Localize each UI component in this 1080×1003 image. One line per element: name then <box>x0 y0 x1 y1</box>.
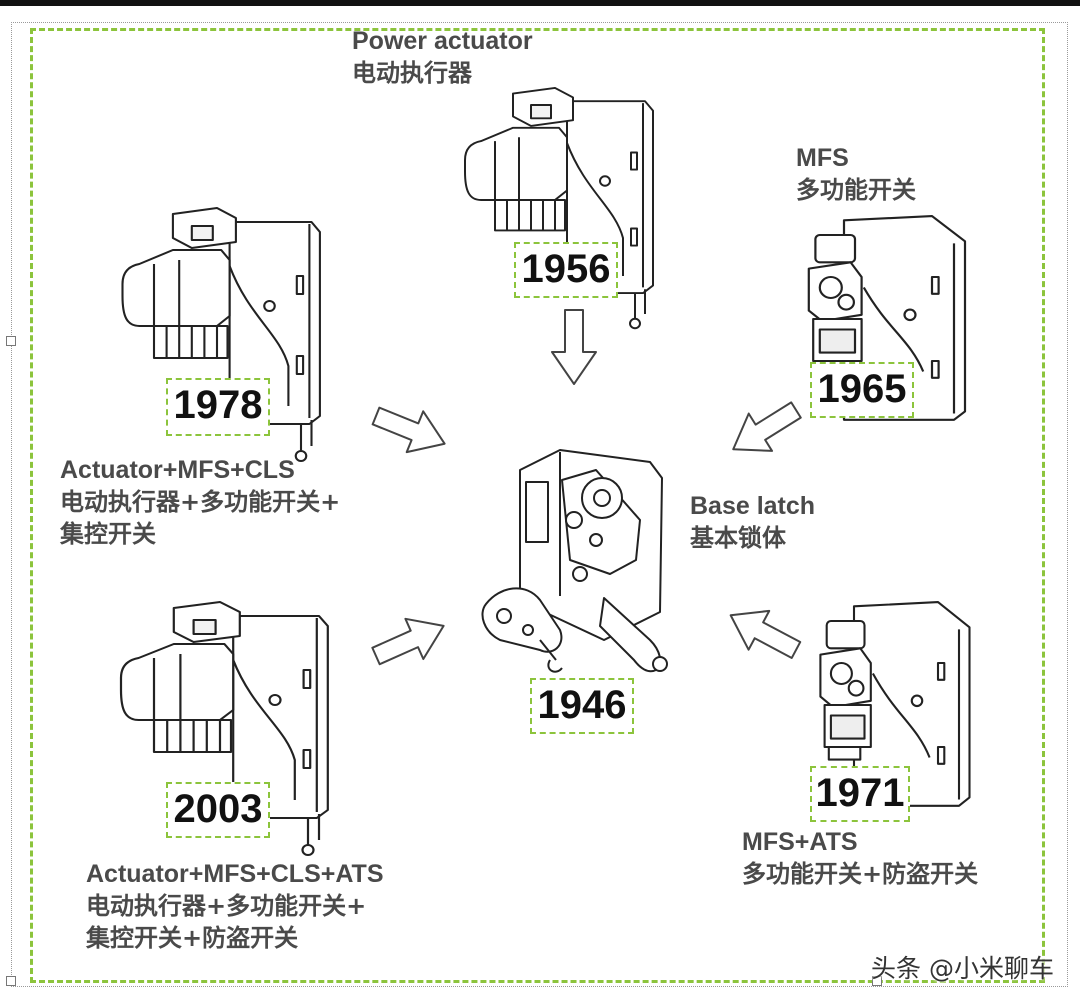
power-actuator-en: Power actuator <box>352 27 533 55</box>
year-2003: 2003 <box>166 782 270 838</box>
diagram-frame <box>30 28 1045 983</box>
year-1978: 1978 <box>166 378 270 436</box>
selection-frame <box>11 22 1068 987</box>
actuator-mfs-cls-ats-cn-line1: 电动执行器+多功能开关+ <box>86 892 367 920</box>
actuator-mfs-cls-en: Actuator+MFS+CLS <box>60 456 295 484</box>
mfs-label: MFS 多功能开关 <box>796 142 916 206</box>
actuator-mfs-cls-label: Actuator+MFS+CLS 电动执行器+多功能开关+ 集控开关 <box>60 454 340 550</box>
base-latch-illustration <box>481 449 668 673</box>
actuator-mfs-cls-cn-line2: 集控开关 <box>60 520 156 548</box>
base-latch-en: Base latch <box>690 492 816 520</box>
arrow-down-from-1956 <box>551 309 597 385</box>
mfs-en: MFS <box>796 144 849 172</box>
resize-handle-bottom[interactable] <box>872 976 882 986</box>
power-actuator-label: Power actuator 电动执行器 <box>352 25 533 89</box>
year-1946: 1946 <box>530 678 634 734</box>
resize-handle-bottom-left[interactable] <box>6 976 16 986</box>
top-bar <box>0 0 1080 6</box>
arrow-from-2003 <box>366 604 454 678</box>
mfs-ats-cn: 多功能开关+防盗开关 <box>742 860 979 888</box>
arrow-from-1978 <box>366 394 454 466</box>
arrow-from-1965 <box>720 390 809 469</box>
watermark: 头条 @小米聊车 <box>871 954 1054 983</box>
mfs-ats-en: MFS+ATS <box>742 828 858 856</box>
year-1956: 1956 <box>514 242 618 298</box>
power-actuator-cn: 电动执行器 <box>352 59 472 87</box>
year-1965: 1965 <box>810 362 914 418</box>
base-latch-cn: 基本锁体 <box>690 524 786 552</box>
actuator-mfs-cls-ats-en: Actuator+MFS+CLS+ATS <box>86 860 384 888</box>
mfs-cn: 多功能开关 <box>796 176 916 204</box>
resize-handle-left[interactable] <box>6 336 16 346</box>
actuator-mfs-cls-ats-cn-line2: 集控开关+防盗开关 <box>86 924 299 952</box>
actuator-mfs-cls-ats-label: Actuator+MFS+CLS+ATS 电动执行器+多功能开关+ 集控开关+防… <box>86 858 384 954</box>
arrow-from-1971 <box>719 594 808 671</box>
base-latch-label: Base latch 基本锁体 <box>690 490 815 554</box>
mfs-ats-label: MFS+ATS 多功能开关+防盗开关 <box>742 826 978 890</box>
year-1971: 1971 <box>810 766 910 822</box>
actuator-mfs-cls-cn-line1: 电动执行器+多功能开关+ <box>60 488 341 516</box>
